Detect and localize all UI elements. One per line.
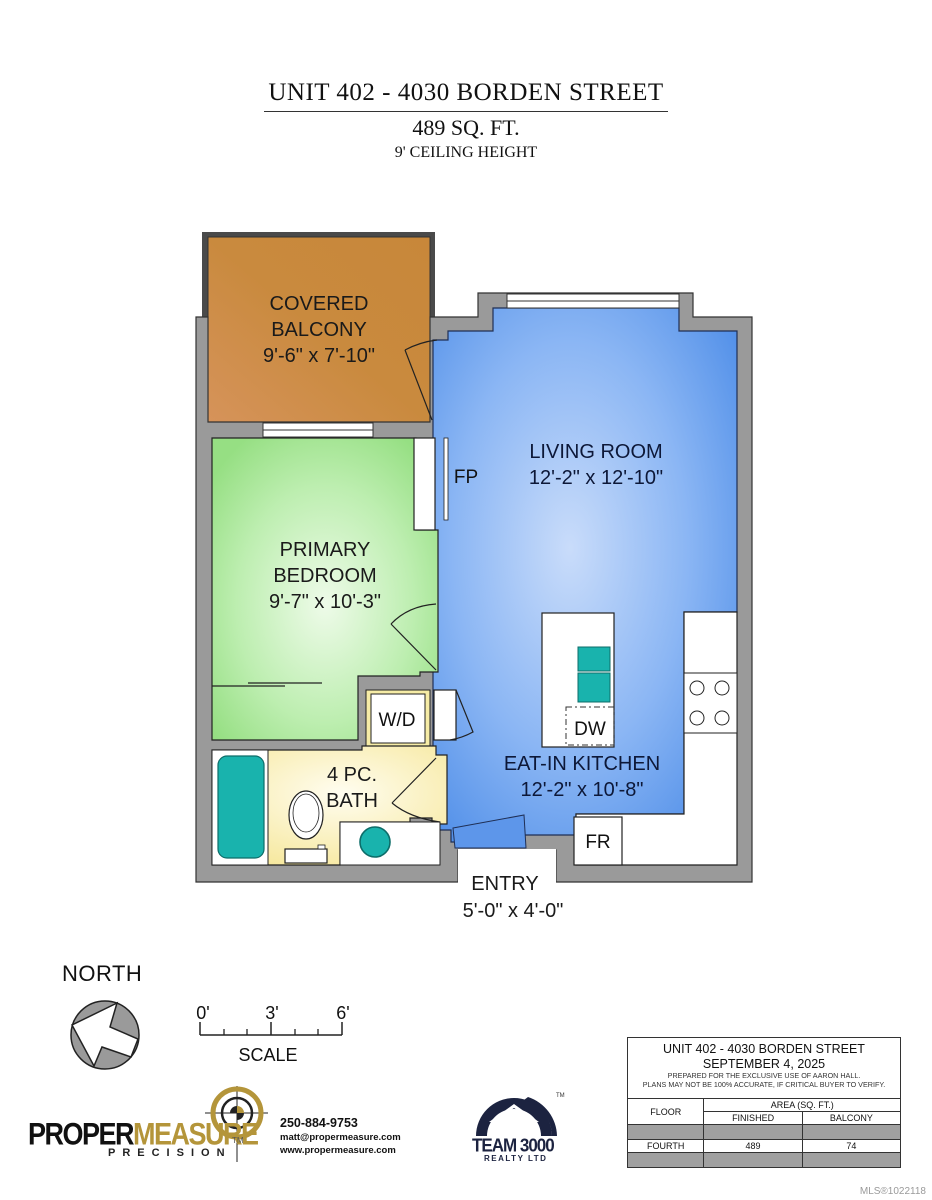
bath-name-2: BATH [326,790,378,812]
info-box: UNIT 402 - 4030 BORDEN STREET SEPTEMBER … [626,1037,902,1168]
balcony: COVERED BALCONY 9'-6" x 7'-10" [202,232,435,423]
entry-name: ENTRY [471,873,538,895]
info-note-2: PLANS MAY NOT BE 100% ACCURATE, IF CRITI… [642,1080,886,1089]
bedroom-dims: 9'-7" x 10'-3" [269,591,381,613]
propermeasure-contact: 250-884-9753 matt@propermeasure.com www.… [280,1115,401,1157]
fridge: FR [573,816,623,866]
bedroom-name-2: BEDROOM [273,565,376,587]
team3000-logo-icon [476,1097,557,1136]
living-kitchen: LIVING ROOM 12'-2" x 12'-10" EAT-IN KITC… [432,293,738,843]
target-logo-icon [205,1086,268,1162]
propermeasure-wordmark: PROPERMEASURE [28,1117,259,1152]
total-area: 489 SQ. FT. [412,115,520,140]
bedroom-name-1: PRIMARY [280,539,371,561]
kitchen-dims: 12'-2" x 10'-8" [520,779,643,801]
balcony-door [404,339,438,421]
scale-tick-3: 3' [265,1003,278,1023]
table-row: FOURTH 489 74 [626,1139,902,1153]
dishwasher-label: DW [574,719,606,740]
living-room-dims: 12'-2" x 12'-10" [529,467,663,489]
north-label: NORTH [62,961,143,986]
hall-closet [433,689,474,741]
washer-dryer: W/D [365,689,431,747]
fridge-label: FR [585,832,610,853]
contact-phone: 250-884-9753 [280,1116,358,1130]
info-note-1: PREPARED FOR THE EXCLUSIVE USE OF AARON … [667,1071,861,1080]
propermeasure-logo: PROPERMEASURE TM PRECISION [28,1117,259,1159]
row-floor: FOURTH [626,1139,705,1153]
info-address: UNIT 402 - 4030 BORDEN STREET [663,1042,865,1056]
team3000-logo: TM TEAM 3000 REALTY LTD [472,1093,565,1163]
balcony-name-1: COVERED [270,293,369,315]
scale-tick-6: 6' [336,1003,349,1023]
living-room-name: LIVING ROOM [529,441,662,463]
washer-dryer-label: W/D [379,710,416,731]
north-arrow-icon [70,1000,140,1070]
col-floor: FLOOR [626,1098,705,1125]
col-area: AREA (SQ. FT.) [703,1098,901,1112]
fireplace-label: FP [454,467,478,488]
scale-tick-0: 0' [196,1003,209,1023]
row-balcony: 74 [801,1139,902,1153]
row-finished: 489 [703,1139,803,1153]
kitchen-island: DW [541,612,615,748]
title-block: UNIT 402 - 4030 BORDEN STREET 489 SQ. FT… [0,78,932,164]
area-table: FLOOR AREA (SQ. FT.) FINISHED BALCONY FO… [626,1098,902,1168]
propermeasure-tagline: PRECISION [108,1147,232,1159]
ceiling-height: 9' CEILING HEIGHT [394,144,538,161]
team3000-sub: REALTY LTD [484,1154,548,1163]
contact-website[interactable]: www.propermeasure.com [280,1145,396,1156]
entry-dims: 5'-0" x 4'-0" [463,900,564,922]
col-finished: FINISHED [703,1111,803,1125]
balcony-name-2: BALCONY [271,319,367,341]
col-balcony: BALCONY [801,1111,902,1125]
kitchen-name: EAT-IN KITCHEN [504,753,660,775]
scale-label: SCALE [238,1045,297,1065]
scale-bar: 0' 3' 6' SCALE [196,1003,349,1065]
balcony-dims: 9'-6" x 7'-10" [263,345,375,367]
entry-door [452,814,556,889]
mls-watermark: MLS®1022118 [859,1186,926,1197]
team3000-name: TEAM 3000 [472,1135,555,1156]
plan-title: UNIT 402 - 4030 BORDEN STREET [264,78,668,112]
info-date: SEPTEMBER 4, 2025 [702,1057,826,1071]
primary-bedroom: PRIMARY BEDROOM 9'-7" x 10'-3" [211,422,449,741]
bathroom: 4 PC. BATH [211,745,448,866]
bath-name-1: 4 PC. [327,764,377,786]
contact-email[interactable]: matt@propermeasure.com [280,1132,401,1143]
